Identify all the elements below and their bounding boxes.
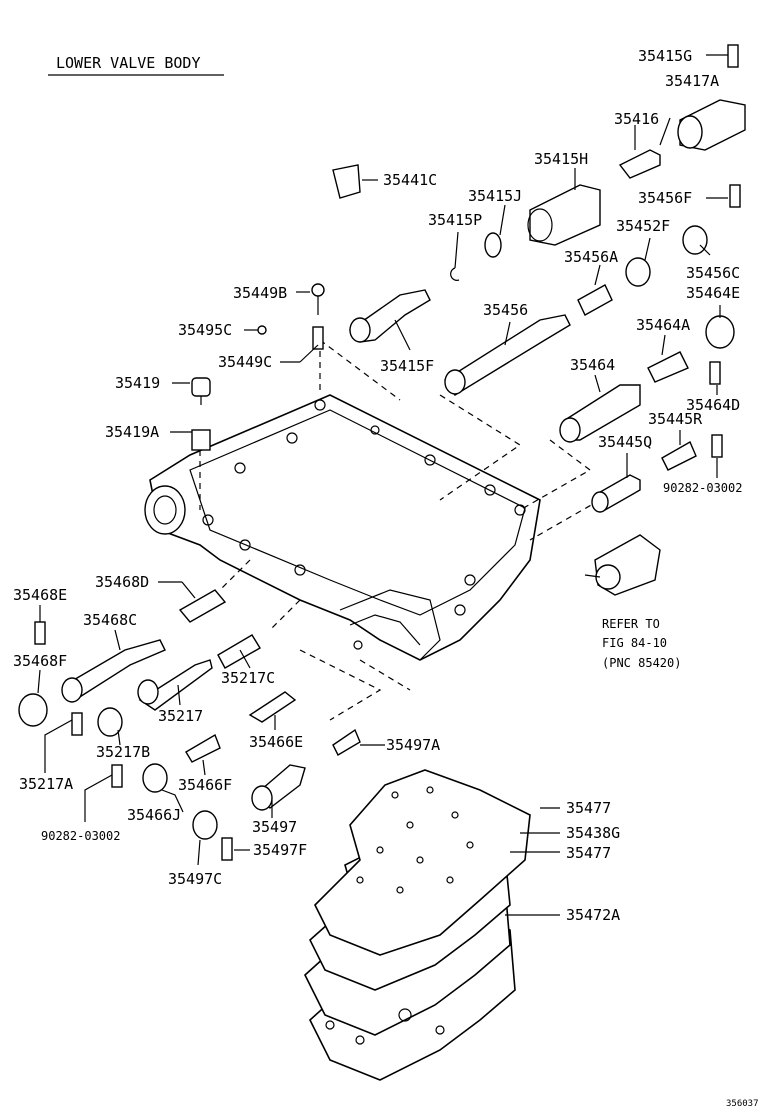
label-35495C: 35495C: [178, 321, 232, 339]
label-35497F: 35497F: [253, 841, 307, 859]
label-35497C: 35497C: [168, 870, 222, 888]
label-90282-03002-b: 90282-03002: [41, 829, 120, 843]
label-35445R: 35445R: [648, 410, 703, 428]
diagram-title: LOWER VALVE BODY: [56, 54, 201, 72]
label-35441C: 35441C: [383, 171, 437, 189]
parts-shapes: [18, 44, 746, 861]
label-35217B: 35217B: [96, 743, 150, 761]
label-35468D: 35468D: [95, 573, 149, 591]
label-35477-b: 35477: [566, 844, 611, 862]
label-35466J: 35466J: [127, 806, 181, 824]
label-35456: 35456: [483, 301, 528, 319]
lower-valve-body: [144, 394, 541, 661]
label-35464: 35464: [570, 356, 615, 374]
label-35217A: 35217A: [19, 775, 73, 793]
assembly-guide-lines: [199, 339, 601, 721]
label-35468E: 35468E: [13, 586, 67, 604]
label-35464D: 35464D: [686, 396, 740, 414]
part-35415G-key: [727, 44, 739, 68]
label-35438G: 35438G: [566, 824, 620, 842]
label-35445Q: 35445Q: [598, 433, 652, 451]
label-35464A: 35464A: [636, 316, 690, 334]
label-35456F: 35456F: [638, 189, 692, 207]
label-35456A: 35456A: [564, 248, 618, 266]
label-35456C: 35456C: [686, 264, 740, 282]
label-35449B: 35449B: [233, 284, 287, 302]
label-35477-a: 35477: [566, 799, 611, 817]
part-labels: 35415G 35417A 35416 35441C 35415H 35415J…: [13, 47, 759, 1109]
label-35217C: 35217C: [221, 669, 275, 687]
refer-line-3: (PNC 85420): [602, 656, 681, 670]
separator-plates: [304, 769, 531, 1081]
label-35416: 35416: [614, 110, 659, 128]
label-35497A: 35497A: [386, 736, 440, 754]
label-35217: 35217: [158, 707, 203, 725]
figure-code: 356037: [726, 1099, 759, 1109]
label-35464E: 35464E: [686, 284, 740, 302]
label-35419: 35419: [115, 374, 160, 392]
label-35415F: 35415F: [380, 357, 434, 375]
label-35466E: 35466E: [249, 733, 303, 751]
label-35466F: 35466F: [178, 776, 232, 794]
label-35468C: 35468C: [83, 611, 137, 629]
part-35441C: [332, 164, 361, 199]
label-35468F: 35468F: [13, 652, 67, 670]
label-90282-03002-a: 90282-03002: [663, 481, 742, 495]
label-35419A: 35419A: [105, 423, 159, 441]
label-35415G: 35415G: [638, 47, 692, 65]
label-35415H: 35415H: [534, 150, 588, 168]
leader-lines: [37, 54, 728, 916]
refer-line-2: FIG 84-10: [602, 636, 667, 650]
part-35415H-spring: [529, 184, 601, 246]
label-35497: 35497: [252, 818, 297, 836]
label-35472A: 35472A: [566, 906, 620, 924]
label-35452F: 35452F: [616, 217, 670, 235]
label-35417A: 35417A: [665, 72, 719, 90]
label-35449C: 35449C: [218, 353, 272, 371]
label-35415J: 35415J: [468, 187, 522, 205]
refer-line-1: REFER TO: [602, 617, 660, 631]
label-35415P: 35415P: [428, 211, 482, 229]
